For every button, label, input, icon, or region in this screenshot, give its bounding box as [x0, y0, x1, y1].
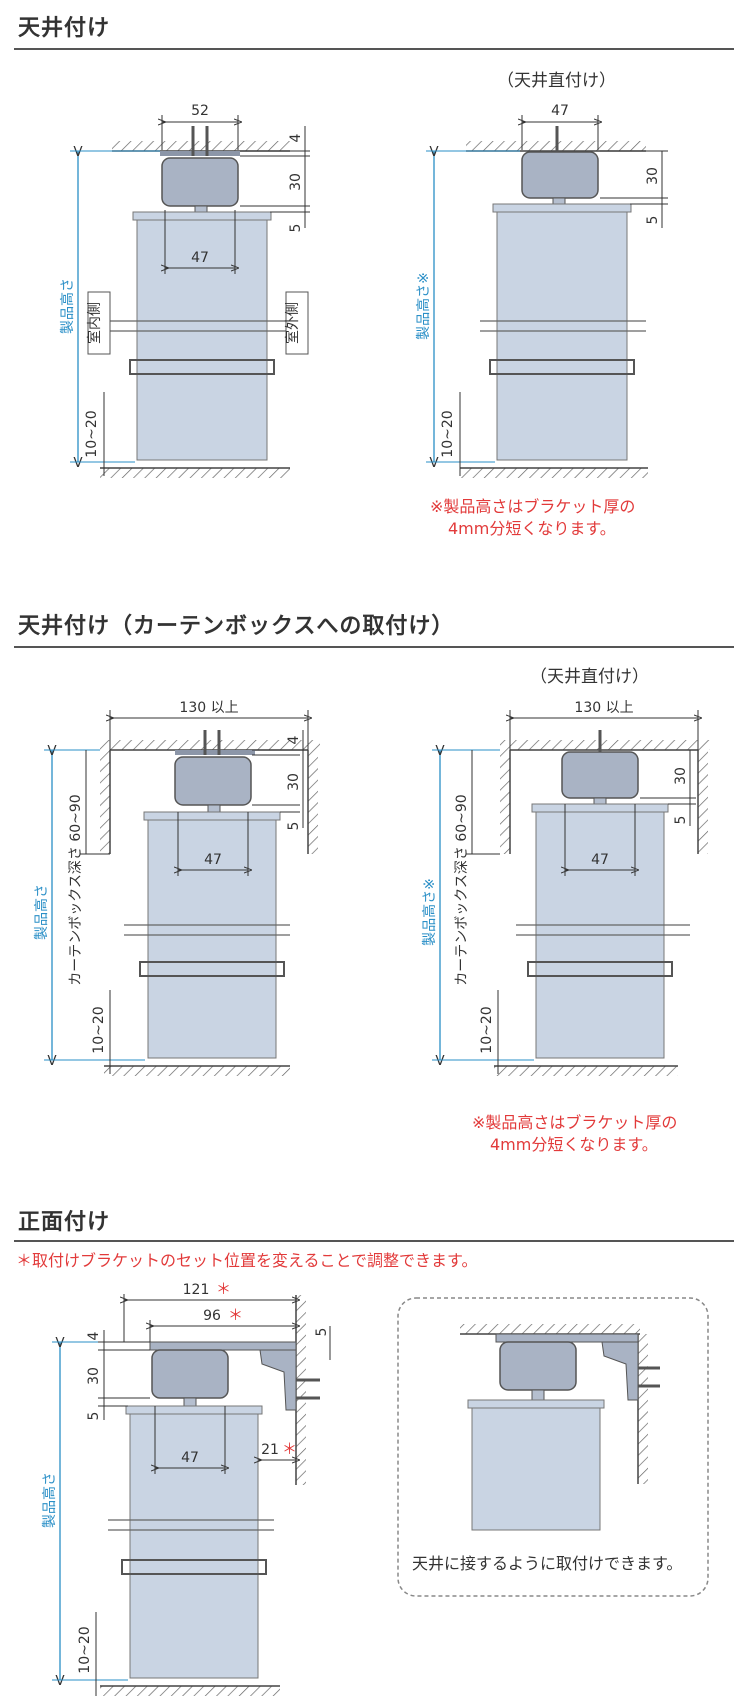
section-title-ceiling-box: 天井付け（カーテンボックスへの取付け） [18, 614, 455, 639]
dim-30: 30 [286, 773, 302, 791]
gap-label: 10~20 [479, 1006, 495, 1053]
section-divider [14, 48, 734, 50]
dim-5: 5 [314, 1328, 330, 1337]
dim-47: 47 [191, 250, 209, 266]
dim-4: 4 [288, 133, 304, 142]
dim-47: 47 [181, 1450, 199, 1466]
dim-121: 121 [183, 1282, 210, 1298]
section-title-front: 正面付け [18, 1210, 111, 1235]
callout-ceiling-contact [397, 1297, 709, 1597]
section-divider [14, 1240, 734, 1242]
gap-label: 10~20 [91, 1006, 107, 1053]
product-height-note-label: 製品高さ※ [421, 878, 438, 946]
dim-47: 47 [591, 852, 609, 868]
product-height-note-label: 製品高さ※ [415, 272, 432, 340]
section-title-ceiling: 天井付け [18, 16, 111, 41]
note-line: ※製品高さはブラケット厚の [430, 497, 636, 516]
dim-5: 5 [673, 816, 689, 825]
asterisk-mark: ＊ [282, 1440, 297, 1458]
dim-96: 96 [203, 1308, 221, 1324]
asterisk-mark: ＊ [216, 1280, 231, 1298]
callout-text: 天井に接するように取付けできます。 [412, 1554, 683, 1573]
dim-130-min: 130 以上 [574, 700, 633, 716]
dim-47: 47 [551, 103, 569, 119]
direct-mount-label: （天井直付け） [497, 71, 616, 91]
product-height-label: 製品高さ [59, 278, 76, 334]
outdoor-label: 室外側 [284, 302, 301, 344]
dim-21: 21 [261, 1442, 279, 1458]
dim-30: 30 [288, 173, 304, 191]
note-line: ※製品高さはブラケット厚の [472, 1113, 678, 1132]
gap-label: 10~20 [440, 410, 456, 457]
section-divider [14, 646, 734, 648]
indoor-label: 室内側 [86, 302, 103, 344]
adjust-note: ＊取付けブラケットのセット位置を変えることで調整できます。 [16, 1251, 478, 1270]
direct-mount-label: （天井直付け） [530, 667, 649, 687]
diagram-curtain-box: 130 以上 47 4 30 5 製品高さ カーテンボックス深さ 60~90 1… [33, 700, 320, 1076]
diagram-curtain-box-direct: 130 以上 47 30 5 製品高さ※ カーテンボックス深さ 60~90 10… [421, 700, 710, 1076]
dim-30: 30 [673, 767, 689, 785]
product-height-label: 製品高さ [33, 884, 50, 940]
box-depth-label: カーテンボックス深さ 60~90 [68, 794, 84, 985]
dim-4: 4 [286, 735, 302, 744]
dim-5: 5 [286, 822, 302, 831]
dim-47: 47 [204, 852, 222, 868]
gap-label: 10~20 [77, 1626, 93, 1673]
dim-130-min: 130 以上 [179, 700, 238, 716]
dim-5: 5 [645, 216, 661, 225]
dim-30: 30 [645, 167, 661, 185]
product-height-label: 製品高さ [41, 1472, 58, 1528]
dim-4: 4 [86, 1331, 102, 1340]
dim-5: 5 [288, 224, 304, 233]
note-line: 4mm分短くなります。 [490, 1135, 658, 1154]
diagram-direct-ceiling: 47 30 5 製品高さ※ 10~20 [415, 103, 668, 478]
dim-5: 5 [86, 1412, 102, 1421]
dim-30: 30 [86, 1367, 102, 1385]
asterisk-mark: ＊ [228, 1306, 243, 1324]
gap-label: 10~20 [84, 410, 100, 457]
diagram-front-mount: 121 ＊ 96 ＊ 47 21 ＊ 4 30 5 5 製品高さ 10~20 [41, 1280, 331, 1696]
note-line: 4mm分短くなります。 [448, 519, 616, 538]
box-depth-label: カーテンボックス深さ 60~90 [454, 794, 470, 985]
diagram-ceiling-mount: 52 47 4 30 5 製品高さ 10~20 室内側 室外側 [59, 103, 310, 478]
dim-52: 52 [191, 103, 209, 119]
